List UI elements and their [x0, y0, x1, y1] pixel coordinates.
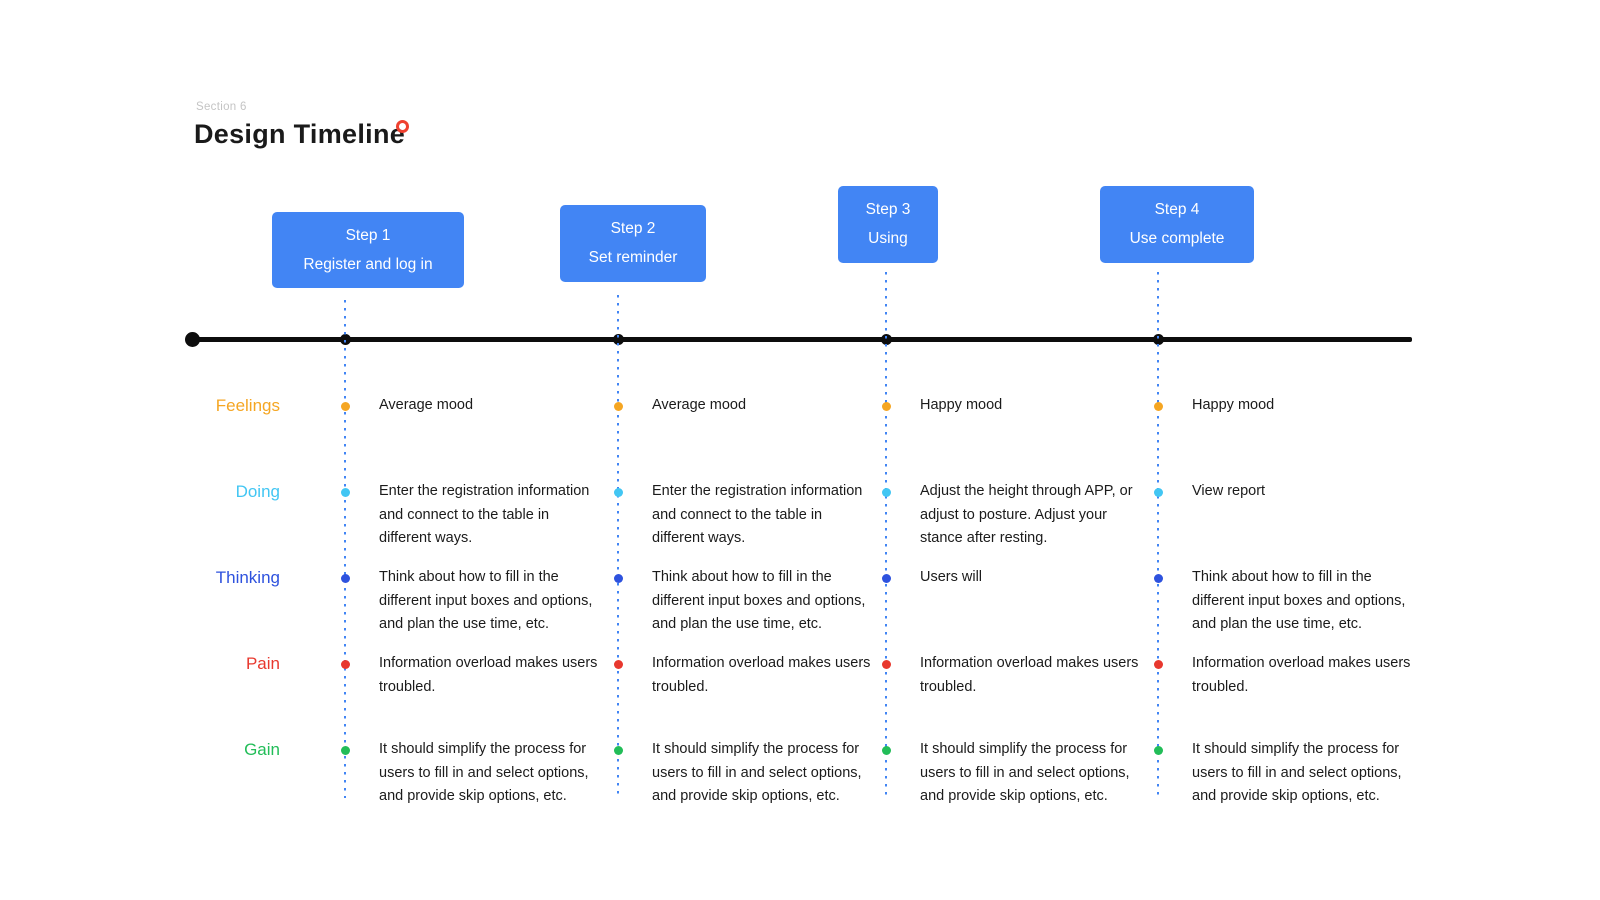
feelings-marker-dot: [340, 401, 350, 411]
row-label-pain: Pain: [245, 654, 280, 673]
cell-thinking-step4: Think about how to fill in the different…: [1192, 569, 1406, 632]
timeline-axis: [193, 337, 1412, 342]
step-title: Step 2: [610, 220, 656, 237]
thinking-marker-dot: [881, 573, 891, 583]
step-guide-line-1: [344, 300, 346, 798]
cell-gain-step2: It should simplify the process for users…: [652, 741, 862, 804]
step-subtitle: Register and log in: [303, 255, 433, 273]
step-box-2: Step 2 Set reminder: [560, 205, 706, 282]
cell-pain-step3: Information overload makes users trouble…: [920, 655, 1139, 695]
row-label-doing: Doing: [235, 482, 280, 501]
pain-marker-dot: [881, 659, 891, 669]
cell-doing-step3: Adjust the height through APP, or adjust…: [920, 483, 1133, 546]
doing-marker-dot: [613, 487, 623, 497]
step-subtitle: Use complete: [1129, 230, 1225, 247]
thinking-marker-dot: [340, 573, 350, 583]
gain-marker-dot: [1153, 745, 1163, 755]
feelings-marker-dot: [1153, 401, 1163, 411]
thinking-marker-dot: [1153, 573, 1163, 583]
pain-marker-dot: [340, 659, 350, 669]
row-label-thinking: Thinking: [215, 568, 280, 587]
accent-ring-icon: [396, 120, 409, 133]
pain-marker-dot: [1153, 659, 1163, 669]
step-title: Step 3: [865, 201, 911, 218]
step-title: Step 1: [345, 226, 391, 244]
step-title: Step 4: [1154, 201, 1200, 218]
cell-doing-step4: View report: [1192, 483, 1266, 499]
pain-marker-dot: [613, 659, 623, 669]
step-subtitle: Using: [868, 230, 908, 247]
doing-marker-dot: [881, 487, 891, 497]
cell-feelings-step1: Average mood: [379, 397, 474, 413]
step-box-4: Step 4 Use complete: [1100, 186, 1254, 263]
row-label-feelings: Feelings: [215, 396, 280, 415]
row-label-gain: Gain: [244, 740, 280, 759]
gain-marker-dot: [881, 745, 891, 755]
cell-thinking-step1: Think about how to fill in the different…: [379, 569, 593, 632]
cell-pain-step4: Information overload makes users trouble…: [1192, 655, 1411, 695]
feelings-marker-dot: [881, 401, 891, 411]
page-title: Design Timeline: [194, 119, 406, 149]
cell-gain-step3: It should simplify the process for users…: [920, 741, 1130, 804]
step-box-1: Step 1 Register and log in: [272, 212, 464, 288]
cell-pain-step2: Information overload makes users trouble…: [652, 655, 871, 695]
cell-gain-step4: It should simplify the process for users…: [1192, 741, 1402, 804]
gain-marker-dot: [613, 745, 623, 755]
feelings-marker-dot: [613, 401, 623, 411]
section-label: Section 6: [196, 101, 247, 113]
doing-marker-dot: [340, 487, 350, 497]
step-box-3: Step 3 Using: [838, 186, 938, 263]
step-guide-line-3: [885, 272, 887, 798]
gain-marker-dot: [340, 745, 350, 755]
step-subtitle: Set reminder: [588, 249, 678, 266]
cell-feelings-step4: Happy mood: [1192, 397, 1275, 413]
cell-pain-step1: Information overload makes users trouble…: [379, 655, 598, 695]
cell-gain-step1: It should simplify the process for users…: [379, 741, 589, 804]
step-guide-line-4: [1157, 272, 1159, 798]
doing-marker-dot: [1153, 487, 1163, 497]
cell-thinking-step2: Think about how to fill in the different…: [652, 569, 866, 632]
thinking-marker-dot: [613, 573, 623, 583]
cell-feelings-step3: Happy mood: [920, 397, 1003, 413]
step-guide-line-2: [617, 295, 619, 798]
cell-thinking-step3: Users will: [920, 569, 983, 585]
timeline-start-dot: [185, 332, 200, 347]
cell-doing-step1: Enter the registration information and c…: [379, 483, 590, 546]
cell-feelings-step2: Average mood: [652, 397, 747, 413]
cell-doing-step2: Enter the registration information and c…: [652, 483, 863, 546]
